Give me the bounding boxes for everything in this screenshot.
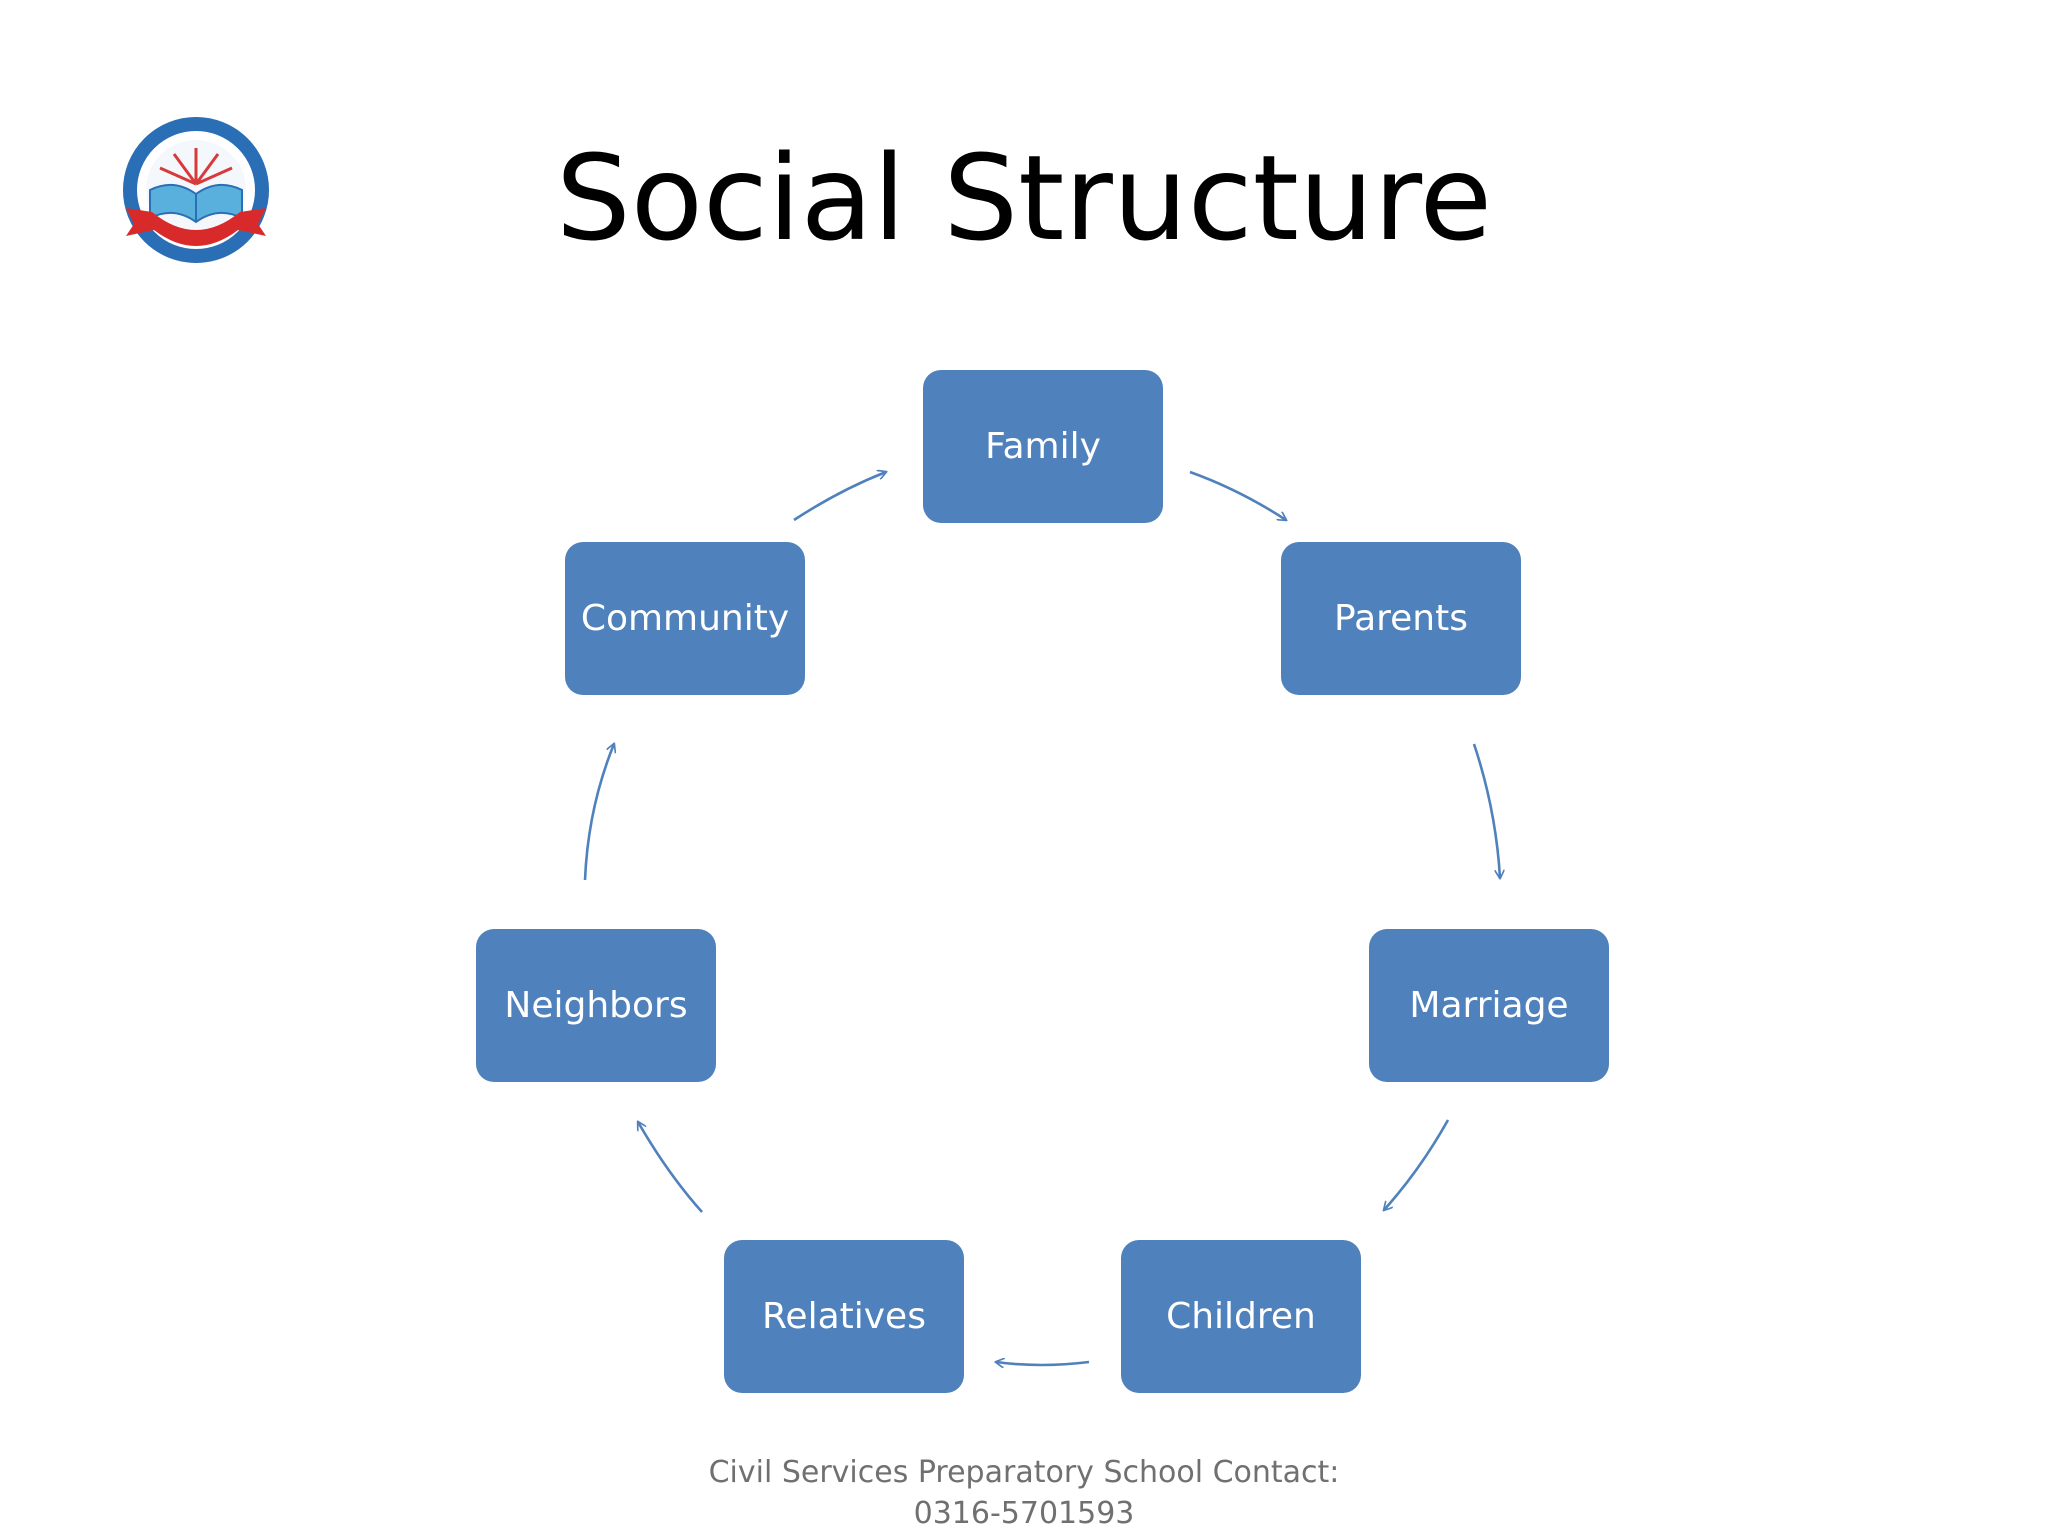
node-label: Family (985, 426, 1101, 467)
node-label: Neighbors (504, 985, 688, 1026)
arrow-community-to-family (793, 472, 886, 522)
footer-contact-line2: 0316-5701593 (913, 1496, 1135, 1531)
arrow-relatives-to-neighbors (638, 1122, 703, 1213)
arrow-family-to-parents (1189, 470, 1286, 520)
school-logo-icon (123, 117, 269, 263)
node-children: Children (1121, 1240, 1361, 1393)
node-marriage: Marriage (1369, 929, 1609, 1082)
node-parents: Parents (1281, 542, 1521, 695)
node-community: Community (565, 542, 805, 695)
node-label: Marriage (1409, 985, 1569, 1026)
node-relatives: Relatives (724, 1240, 964, 1393)
node-label: Community (580, 598, 790, 639)
arrow-neighbors-to-community (583, 744, 614, 881)
slide-title: Social Structure (555, 129, 1493, 267)
arrow-parents-to-marriage (1472, 743, 1500, 878)
node-label: Parents (1334, 598, 1468, 639)
node-family: Family (923, 370, 1163, 523)
node-label: Relatives (762, 1296, 926, 1337)
node-label: Children (1166, 1296, 1316, 1337)
arrow-children-to-relatives (996, 1362, 1090, 1365)
node-neighbors: Neighbors (476, 929, 716, 1082)
footer-contact-line1: Civil Services Preparatory School Contac… (708, 1455, 1340, 1490)
arrow-marriage-to-children (1384, 1119, 1450, 1210)
